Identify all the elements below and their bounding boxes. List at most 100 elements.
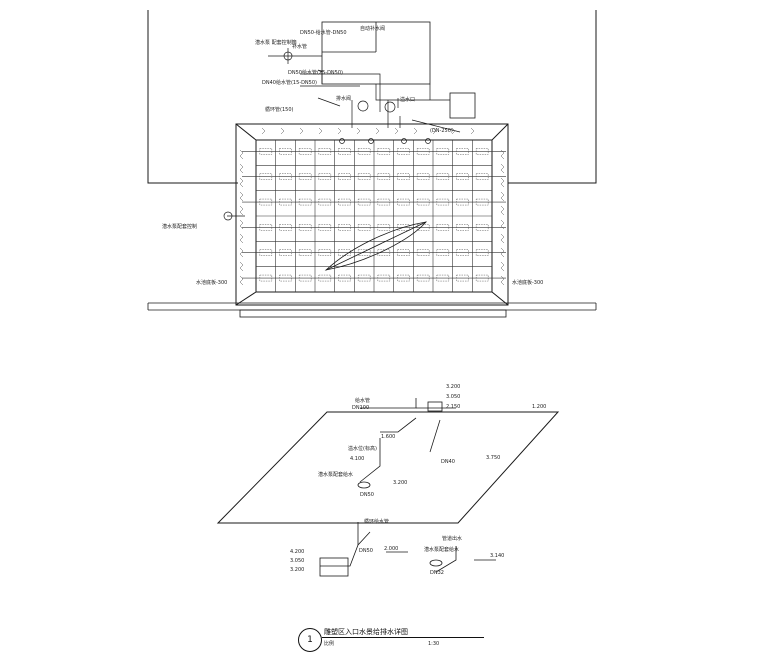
rim-mark-top <box>299 127 304 135</box>
rim-mark-top <box>318 127 323 135</box>
nozzle-dash <box>397 198 410 206</box>
nozzle-dash <box>279 274 292 282</box>
iso-label-j: DN40 <box>441 459 455 465</box>
nozzle-dash <box>279 173 292 180</box>
iso-label-p: 4.200 <box>290 549 305 555</box>
nozzle-dash <box>436 173 450 180</box>
nozzle-dash <box>259 198 273 206</box>
nozzle-dash <box>475 274 489 282</box>
nozzle-dash <box>318 148 332 155</box>
nozzle-dash <box>259 274 273 282</box>
nozzle-dash <box>357 173 371 180</box>
nozzle-dash <box>456 274 469 282</box>
nozzle-dash <box>318 224 332 231</box>
nozzle-dash <box>475 173 489 180</box>
nozzle-dash <box>475 224 489 231</box>
iso-label-t: 2.000 <box>384 546 399 552</box>
nozzle-dash <box>377 224 391 231</box>
nozzle-dash <box>259 249 273 256</box>
nozzle-dash <box>475 198 489 206</box>
iso-label-o: 循环给水管 <box>364 519 390 525</box>
plan-label-e: DN50给水管(25-DN50) <box>288 70 343 76</box>
nozzle-dash <box>338 224 351 231</box>
nozzle-dash <box>298 198 312 206</box>
iso-fixtures <box>319 401 443 577</box>
rim-mark-top <box>413 127 418 135</box>
rim-mark-top <box>432 127 437 135</box>
nozzle-dash <box>298 148 312 155</box>
nozzle-dash <box>357 224 371 231</box>
nozzle-dash <box>436 249 450 256</box>
plan-label-a: 潜水泵 配套控制箱 <box>255 40 297 46</box>
nozzle-dash <box>318 274 332 282</box>
nozzle-dash <box>436 274 450 282</box>
iso-label-x: 管道出水 <box>442 536 463 542</box>
rim-mark-left <box>239 149 244 160</box>
rim-mark-right <box>500 219 505 230</box>
nozzle-dash <box>456 173 469 180</box>
nozzle-dash <box>436 148 450 155</box>
rim-mark-left <box>239 219 244 230</box>
iso-frame <box>216 411 560 524</box>
nozzle-dash <box>377 198 391 206</box>
plan-valve-symbols <box>223 51 431 221</box>
nozzle-dash <box>416 274 430 282</box>
plan-label-m: 水池底板-300 <box>512 280 544 286</box>
rim-mark-left <box>239 205 244 216</box>
rim-mark-right <box>500 233 505 244</box>
rim-mark-top <box>375 127 380 135</box>
rim-mark-top <box>261 127 266 135</box>
rim-mark-top <box>337 127 342 135</box>
plan-label-c: 补水管 <box>292 44 308 50</box>
pool-sculpture <box>324 221 428 271</box>
nozzle-dash <box>357 198 371 206</box>
iso-label-h: 溢水位(标高) <box>348 446 377 452</box>
pool-base <box>147 302 597 318</box>
nozzle-dash <box>377 249 391 256</box>
iso-label-n: DN50 <box>360 492 374 498</box>
pipe-lines <box>227 48 461 217</box>
nozzle-dash <box>475 148 489 155</box>
nozzle-dash <box>456 249 469 256</box>
nozzle-dash <box>377 173 391 180</box>
nozzle-dash <box>456 148 469 155</box>
iso-label-v: 3.140 <box>490 553 505 559</box>
nozzle-dash <box>456 198 469 206</box>
rim-mark-left <box>239 177 244 188</box>
nozzle-dash <box>357 148 371 155</box>
iso-pipes <box>320 398 548 573</box>
plan-label-h: 排水阀 <box>336 96 352 102</box>
nozzle-dash <box>377 274 391 282</box>
nozzle-dash <box>377 148 391 155</box>
nozzle-dash <box>397 173 410 180</box>
nozzle-dash <box>279 148 292 155</box>
iso-label-c: 3.200 <box>446 384 461 390</box>
rim-mark-top <box>280 127 285 135</box>
nozzle-dash <box>397 274 410 282</box>
nozzle-dash <box>357 249 371 256</box>
iso-label-f: 1.200 <box>532 404 547 410</box>
iso-label-i: 4.100 <box>350 456 365 462</box>
rim-mark-top <box>394 127 399 135</box>
nozzle-dash <box>397 224 410 231</box>
iso-label-w: DN32 <box>430 570 444 576</box>
nozzle-dash <box>436 224 450 231</box>
rim-mark-top <box>356 127 361 135</box>
rim-mark-right <box>500 191 505 202</box>
nozzle-dash <box>318 198 332 206</box>
rim-mark-right <box>500 149 505 160</box>
nozzle-dash <box>456 224 469 231</box>
rim-mark-right <box>500 177 505 188</box>
rim-mark-right <box>500 247 505 258</box>
plan-label-b: DN50-给水管-DN50 <box>300 30 347 36</box>
plan-label-f: DN40给水管(15-DN50) <box>262 80 317 86</box>
plan-label-g: 循环管(150) <box>265 107 294 113</box>
nozzle-dash <box>416 198 430 206</box>
rim-mark-right <box>500 261 505 272</box>
nozzle-dash <box>416 249 430 256</box>
pool-grid <box>242 140 506 292</box>
pool-hatch <box>239 127 505 286</box>
nozzle-dash <box>279 224 292 231</box>
title-underline <box>322 637 484 638</box>
iso-label-a: 给水管 <box>355 398 371 404</box>
